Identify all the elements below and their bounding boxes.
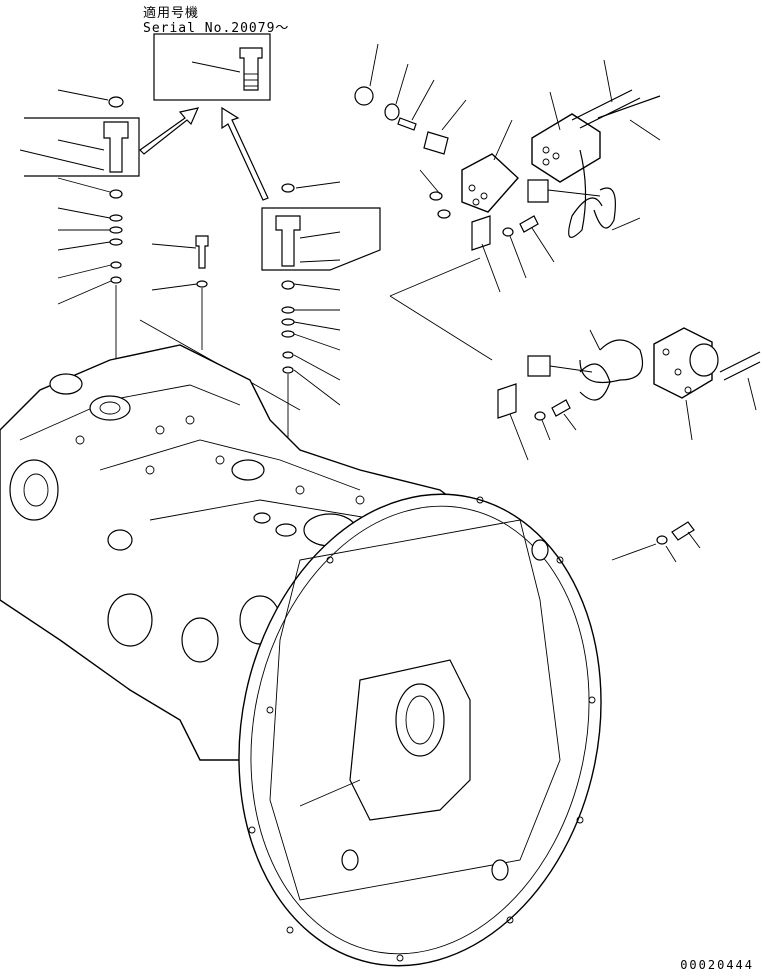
inset-arrow-left	[139, 107, 200, 155]
ref-line-upper-2	[389, 295, 493, 361]
middle-valve-stack	[261, 181, 381, 530]
serial-number-range: Serial No.20079～	[143, 21, 290, 36]
lower-solenoid-assembly	[497, 327, 761, 461]
upper-solenoid-assembly	[354, 43, 661, 293]
applicable-machine-title: 適用号機	[143, 6, 200, 21]
drawing-number: 00020444	[680, 958, 754, 972]
center-plug	[151, 235, 209, 350]
inset-arrow-right	[221, 106, 269, 201]
left-valve-stack	[19, 89, 140, 430]
flywheel-housing	[238, 493, 602, 967]
flange-bolt	[611, 521, 701, 563]
ref-line-upper	[389, 257, 481, 297]
serial-inset-box	[153, 33, 271, 101]
